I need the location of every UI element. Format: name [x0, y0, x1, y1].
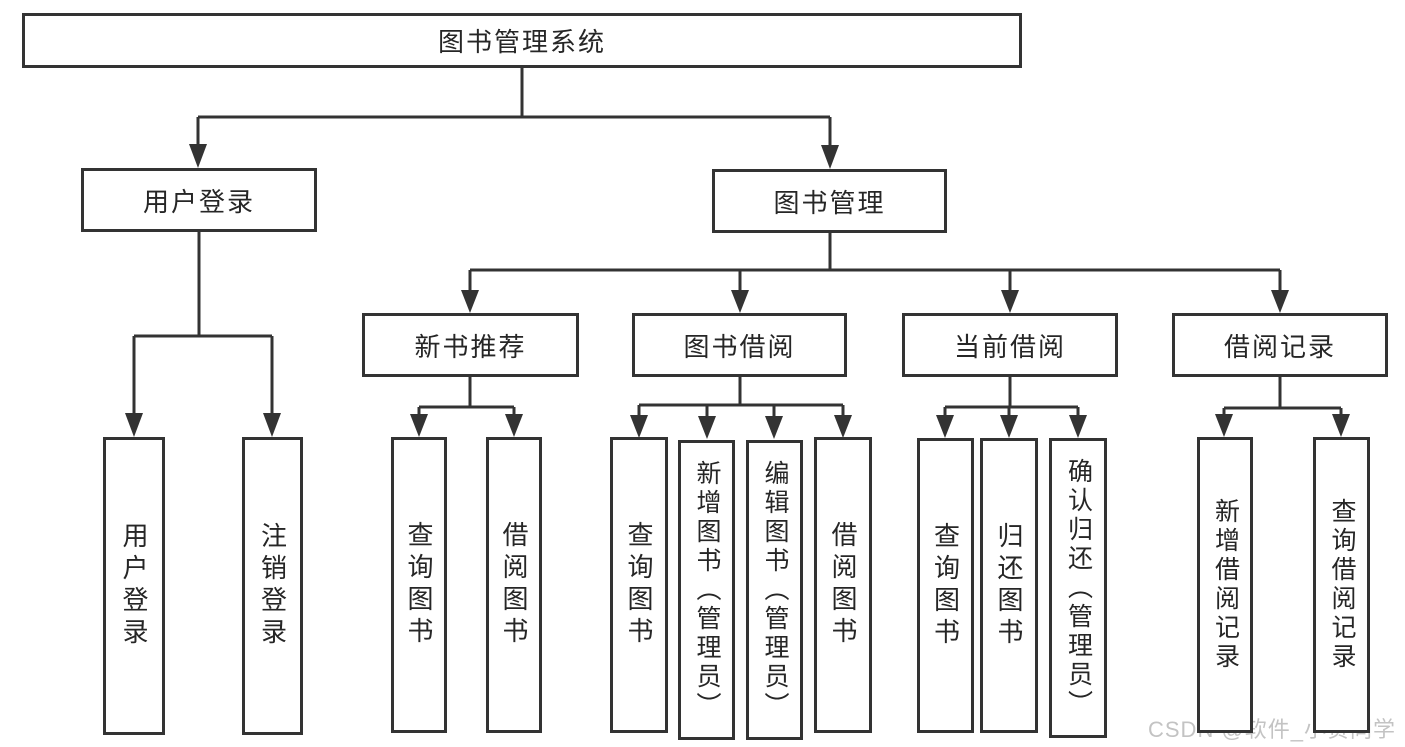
leaf-edit-book-admin: 编辑图书（管理员） [746, 440, 803, 740]
leaf-add-borrow-record: 新增借阅记录 [1197, 437, 1253, 733]
node-new-book-recommend: 新书推荐 [362, 313, 579, 377]
leaf-add-book-admin: 新增图书（管理员） [678, 440, 735, 740]
leaf-query-books-borrow: 查询图书 [610, 437, 668, 733]
leaf-borrow-books-recommend: 借阅图书 [486, 437, 542, 733]
node-library-management-system: 图书管理系统 [22, 13, 1022, 68]
leaf-return-book: 归还图书 [980, 438, 1038, 733]
node-book-borrow: 图书借阅 [632, 313, 847, 377]
node-borrow-records: 借阅记录 [1172, 313, 1388, 377]
leaf-query-books-current: 查询图书 [917, 438, 974, 733]
leaf-query-borrow-record: 查询借阅记录 [1313, 437, 1370, 733]
node-book-management: 图书管理 [712, 169, 947, 233]
node-user-login: 用户登录 [81, 168, 317, 232]
node-current-borrow: 当前借阅 [902, 313, 1118, 377]
leaf-confirm-return-admin: 确认归还（管理员） [1049, 438, 1107, 738]
leaf-user-login: 用户登录 [103, 437, 165, 735]
leaf-logout: 注销登录 [242, 437, 303, 735]
leaf-query-books-recommend: 查询图书 [391, 437, 447, 733]
leaf-borrow-books: 借阅图书 [814, 437, 872, 733]
